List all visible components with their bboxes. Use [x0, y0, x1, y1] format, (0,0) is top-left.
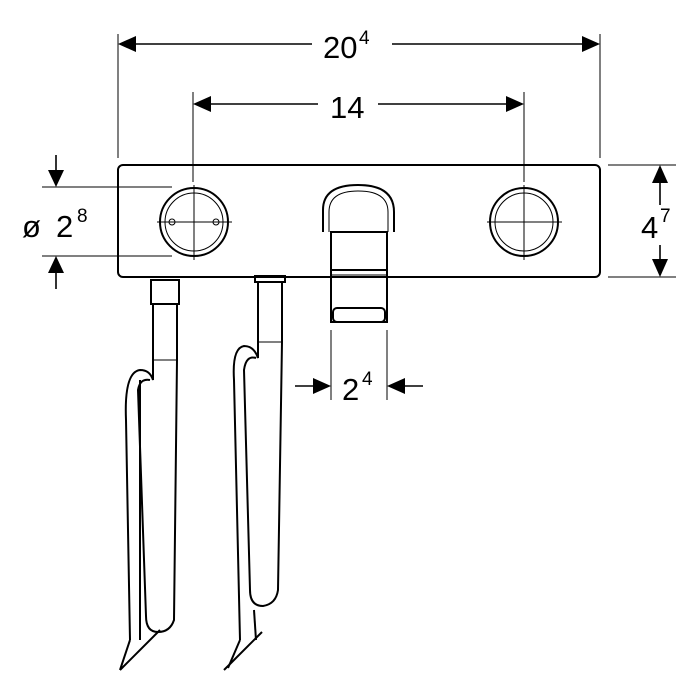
left-handle	[157, 185, 232, 260]
overall-width-dimension: 20 4	[117, 28, 601, 158]
spout	[322, 183, 395, 323]
height-label-sup: 7	[660, 206, 671, 227]
right-handle	[487, 185, 562, 260]
diameter-symbol: ø	[22, 209, 41, 244]
height-label: 4	[641, 210, 658, 245]
overall-width-label-sup: 4	[359, 28, 370, 49]
height-dimension: 4 7	[608, 164, 676, 278]
left-hose	[119, 279, 180, 671]
diameter-label: 2	[56, 209, 73, 244]
diameter-label-sup: 8	[77, 206, 88, 227]
spout-width-dimension: 2 4	[295, 330, 423, 407]
spout-width-label-sup: 4	[362, 369, 373, 390]
center-distance-label: 14	[330, 90, 364, 125]
spout-width-label: 2	[342, 372, 359, 407]
overall-width-label: 20	[323, 30, 357, 65]
center-distance-dimension: 14	[192, 90, 525, 182]
diameter-dimension: ø 2 8	[22, 155, 172, 289]
right-hose	[223, 275, 286, 671]
mounting-plate	[117, 164, 601, 278]
